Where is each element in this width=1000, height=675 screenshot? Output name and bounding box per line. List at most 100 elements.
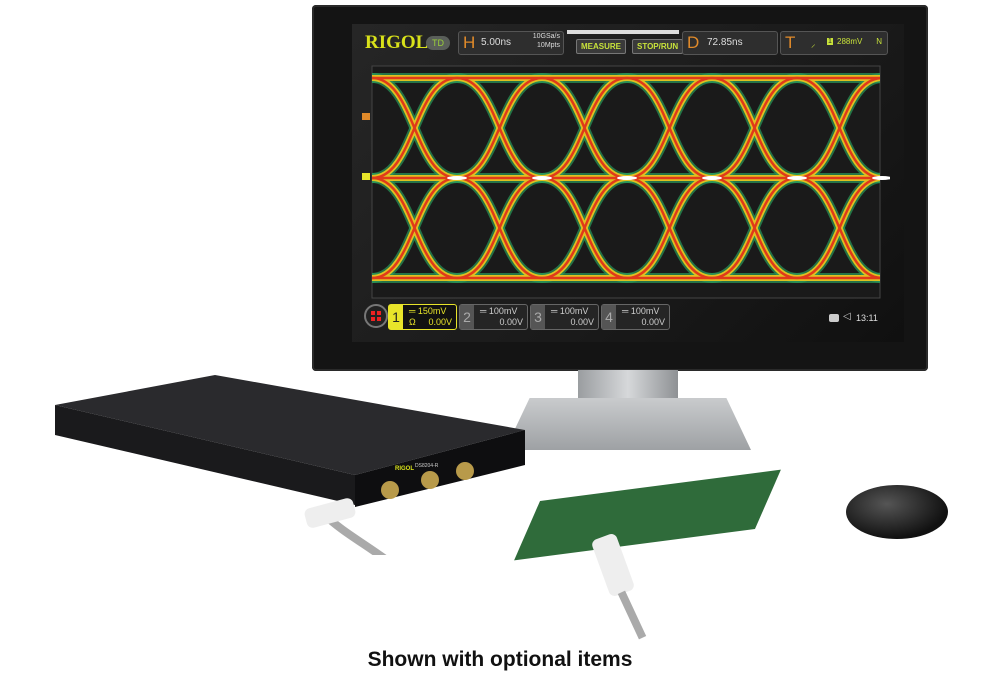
stop-run-button[interactable]: STOP/RUN [632, 39, 684, 54]
eye-trace [372, 78, 373, 80]
device-top [55, 375, 525, 475]
probe-cable [322, 512, 387, 555]
bnc-connector [421, 471, 439, 489]
channel-scale: ═ 100mV [622, 306, 660, 316]
channel-offset: 0.00V [428, 317, 452, 327]
eye-trace [372, 174, 373, 178]
bnc-connector [381, 481, 399, 499]
probe-head [304, 498, 356, 528]
eye-trace [372, 178, 373, 180]
horizontal-label: H [463, 33, 476, 52]
channel-coupling: Ω [409, 317, 416, 327]
caption: Shown with optional items [367, 648, 633, 671]
channel-scale-value: 100mV [488, 306, 518, 316]
channel-offset-marker [362, 113, 370, 120]
eye-trace [372, 78, 373, 82]
eye-trace [882, 178, 890, 278]
eye-crossing-highlight [532, 176, 552, 180]
channel-number: 1 [389, 305, 403, 329]
trigger-label: T [785, 33, 796, 52]
channel-number: 3 [531, 305, 545, 329]
device-side [55, 405, 355, 505]
eye-trace [456, 76, 543, 180]
eye-trace [372, 272, 373, 278]
channel-offset: 0.00V [641, 317, 665, 327]
channel-offset: 0.00V [570, 317, 594, 327]
measure-button[interactable]: MEASURE [576, 39, 627, 54]
eye-trace [882, 178, 890, 278]
eye-crossing-highlight [787, 176, 807, 180]
eye-trace [882, 178, 890, 278]
eye-trace [796, 77, 880, 180]
menu-grid-icon[interactable] [364, 304, 388, 328]
trigger-edge-icon: ⸝ [811, 39, 816, 49]
eye-trace [882, 78, 890, 178]
eye-trace [711, 176, 798, 280]
eye-trace [882, 178, 890, 278]
eye-trace [372, 276, 373, 278]
device-model: DS8204-R [415, 463, 439, 469]
pcb-probe-cable [617, 590, 647, 640]
channel-scale-value: 100mV [630, 306, 660, 316]
channel-scale-value: 100mV [559, 306, 589, 316]
channel-number: 2 [460, 305, 474, 329]
camera-icon[interactable] [829, 314, 839, 322]
trigger-source: 1 [827, 38, 833, 45]
monitor-stand-base [505, 398, 751, 450]
channel-offset: 0.00V [499, 317, 523, 327]
channel-2-panel[interactable]: 2 ═ 100mV 0.00V [459, 304, 528, 330]
eye-crossing-highlight [872, 176, 890, 180]
computer-mouse [846, 485, 948, 539]
clock: 13:11 [856, 313, 878, 323]
eye-crossing-highlight [702, 176, 722, 180]
eye-trace [882, 178, 890, 278]
mode-badge[interactable]: TD [426, 36, 450, 50]
eye-crossing-highlight [447, 176, 467, 180]
waveform-position-bar[interactable] [567, 30, 679, 34]
horizontal-panel[interactable]: H 5.00ns 10GSa/s 10Mpts [458, 31, 564, 55]
eye-trace [882, 178, 890, 278]
channel-scale: ═ 100mV [551, 306, 589, 316]
channel-scale-value: 150mV [417, 306, 447, 316]
eye-trace [882, 78, 890, 178]
channel-scale: ═ 150mV [409, 306, 447, 316]
trigger-level: 288mV [837, 37, 863, 46]
speaker-icon[interactable]: ◁ [843, 311, 851, 322]
eye-crossing-highlight [617, 176, 637, 180]
eye-trace [626, 76, 713, 180]
trigger-mode: N [876, 37, 882, 46]
eye-trace [882, 78, 890, 178]
eye-trace [882, 78, 890, 178]
memory-depth: 10Mpts [537, 42, 560, 49]
timebase-value: 5.00ns [481, 37, 512, 48]
channel-1-panel[interactable]: 1 ═ 150mV Ω 0.00V [388, 304, 457, 330]
eye-trace [372, 78, 373, 84]
delay-panel[interactable]: D 72.85ns [682, 31, 778, 55]
eye-trace [541, 176, 628, 280]
eye-trace [372, 274, 373, 278]
eye-trace [711, 76, 798, 180]
device-brand: RIGOL [395, 466, 414, 472]
channel-number: 4 [602, 305, 616, 329]
eye-trace [372, 176, 373, 178]
eye-trace [882, 78, 890, 178]
test-pcb [514, 469, 781, 561]
rigol-logo: RIGOL [365, 32, 429, 53]
trigger-level-marker [362, 173, 370, 180]
eye-trace [372, 172, 373, 178]
eye-trace [372, 178, 373, 182]
sample-rate: 10GSa/s [532, 33, 560, 40]
eye-trace [372, 176, 458, 280]
bnc-connector [456, 462, 474, 480]
eye-trace [372, 76, 458, 180]
eye-diagram-display [362, 65, 890, 299]
eye-trace [372, 178, 373, 184]
delay-label: D [687, 33, 700, 52]
trigger-panel[interactable]: T ⸝ 1 288mV N [780, 31, 888, 55]
oscilloscope-module: RIGOL DS8204-R [55, 375, 525, 555]
channel-3-panel[interactable]: 3 ═ 100mV 0.00V [530, 304, 599, 330]
channel-4-panel[interactable]: 4 ═ 100mV 0.00V [601, 304, 670, 330]
channel-scale: ═ 100mV [480, 306, 518, 316]
delay-value: 72.85ns [707, 37, 743, 48]
eye-trace [456, 176, 543, 280]
